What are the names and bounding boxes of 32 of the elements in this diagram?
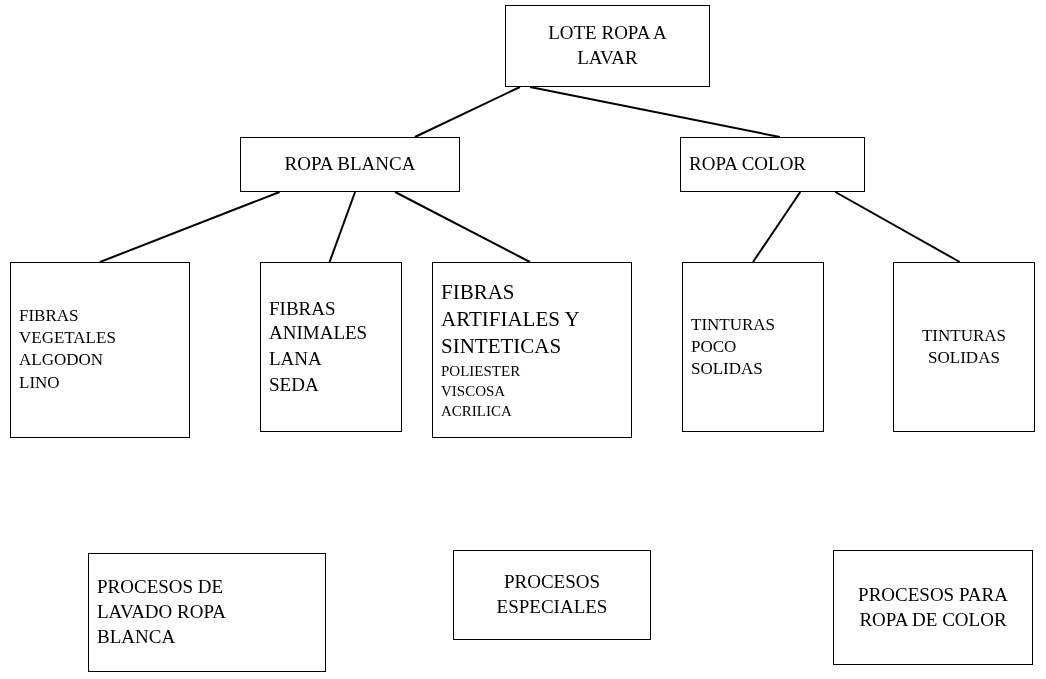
node-heading: ROPA BLANCA <box>284 152 416 177</box>
text-box <box>453 550 651 640</box>
text-box <box>893 262 1035 432</box>
text-box <box>682 262 824 432</box>
text-box <box>680 137 865 192</box>
node-heading: TINTURAS SOLIDAS <box>920 324 1008 369</box>
node-heading: ROPA COLOR <box>689 152 807 177</box>
node-heading: FIBRAS VEGETALES <box>19 304 117 350</box>
node-heading: FIBRAS ARTIFIALES Y SINTETICAS <box>441 278 580 361</box>
node-heading: FIBRAS ANIMALES <box>269 296 369 346</box>
connector-line <box>752 191 802 263</box>
text-box <box>240 137 460 192</box>
node-heading: PROCESOS PARA ROPA DE COLOR <box>858 582 1008 632</box>
connector-line <box>328 191 357 263</box>
connector-line <box>394 191 531 263</box>
node-heading: LOTE ROPA A LAVAR <box>547 21 668 70</box>
node-heading: PROCESOS DE LAVADO ROPA BLANCA <box>97 575 227 649</box>
connector-line <box>99 191 281 263</box>
text-box <box>88 553 326 672</box>
node-text: POLIESTER VISCOSA ACRILICA <box>441 361 522 422</box>
connector-line <box>413 86 521 138</box>
node-heading: PROCESOS ESPECIALES <box>495 570 609 619</box>
node-heading: TINTURAS POCO SOLIDAS <box>691 313 777 381</box>
node-text: ALGODON LINO <box>19 349 105 395</box>
connector-line <box>834 191 961 263</box>
text-box <box>432 262 632 438</box>
text-box <box>10 262 190 438</box>
connector-line <box>529 86 781 138</box>
text-box <box>505 5 710 87</box>
text-box <box>833 550 1033 665</box>
text-box <box>260 262 402 432</box>
node-text: LANA SEDA <box>269 347 323 397</box>
